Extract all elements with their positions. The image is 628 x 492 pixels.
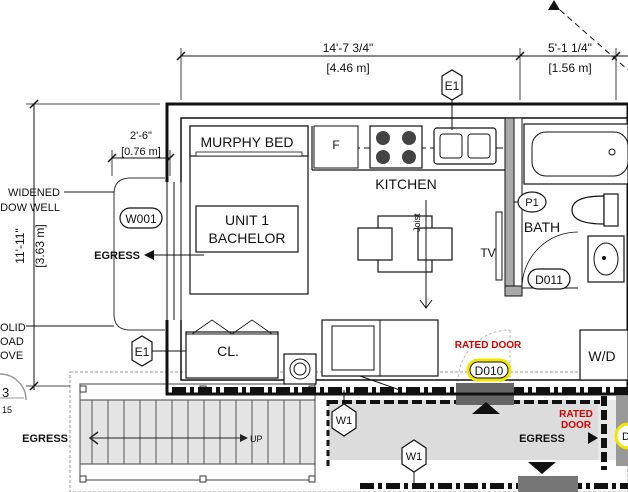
tv-label: TV	[480, 246, 495, 260]
rated-door-label-1: RATED DOOR	[455, 340, 522, 351]
washer-dryer	[579, 329, 628, 381]
e1-top-tag: E1	[445, 79, 460, 93]
w1-a-tag: W1	[336, 415, 353, 427]
d010-oval	[469, 361, 509, 379]
stair	[79, 383, 316, 483]
joist-label: Joist	[412, 213, 422, 232]
wd-label: W/D	[588, 348, 615, 364]
window-width-ft: 2'-6"	[130, 130, 152, 142]
note-solid-3: OVE	[0, 350, 23, 362]
egress-right-arrow	[588, 432, 598, 444]
d011-tag: D011	[535, 273, 563, 287]
bathtub	[523, 123, 628, 185]
toilet	[571, 193, 619, 227]
unit-width-ft: 14'-7 3/4"	[323, 41, 374, 55]
unit-label-box	[195, 205, 299, 253]
section-cut-line	[559, 9, 628, 71]
bath-label: BATH	[524, 219, 560, 235]
rated-door-label-2b: DOOR	[561, 420, 592, 431]
unit-walls	[165, 102, 628, 396]
corridor-fill	[328, 400, 598, 460]
egress-arrow-up	[472, 402, 500, 414]
egress-right-label: EGRESS	[519, 433, 565, 445]
egress-left-label: EGRESS	[94, 250, 140, 262]
water-heater	[283, 353, 317, 385]
e1-top-hexagon	[441, 69, 463, 101]
partial-door-tag: D	[622, 431, 628, 443]
bath-width-m: [1.56 m]	[548, 61, 591, 75]
d011-oval	[527, 268, 571, 290]
note-solid-1: OLID	[0, 322, 26, 334]
section-sheet: 15	[2, 405, 12, 415]
partial-door-highlight	[614, 422, 628, 450]
unit-depth-m: [3.63 m]	[33, 224, 47, 267]
unit-name: UNIT 1	[225, 212, 269, 228]
w1-b-hexagon	[401, 439, 427, 473]
tv-unit	[495, 211, 503, 281]
unit-type: BACHELOR	[208, 230, 285, 246]
murphy-bed-label: MURPHY BED	[200, 134, 293, 150]
kitchen-label: KITCHEN	[375, 176, 436, 192]
w1-b-tag: W1	[406, 451, 423, 463]
w001-tag: W001	[125, 212, 157, 226]
stair-up-label: UP	[250, 434, 263, 444]
p1-tag: P1	[525, 197, 538, 209]
unit-width-m: [4.46 m]	[326, 61, 369, 75]
window-well	[113, 177, 165, 331]
rated-door-label-2a: RATED	[559, 409, 593, 420]
corridor-door-south	[518, 462, 578, 492]
d010-tag: D010	[475, 364, 504, 378]
kitchen-counter	[311, 125, 505, 171]
egress-left-arrow	[144, 250, 154, 260]
bath-width-ft: 5'-1 1/4"	[548, 41, 592, 55]
w001-oval	[119, 207, 163, 229]
note-widened-1: WIDENED	[8, 187, 60, 199]
section-number: 3	[2, 385, 9, 400]
note-widened-2: DOW WELL	[0, 202, 60, 214]
e1-left-hexagon	[131, 335, 153, 367]
unit-depth-ft: 11'-11"	[13, 228, 27, 263]
bath-sink	[587, 235, 625, 283]
dining-table	[357, 200, 453, 309]
dimension-lines	[26, 48, 628, 391]
window-width-m: [0.76 m]	[121, 146, 161, 158]
e1-left-tag: E1	[135, 345, 150, 359]
note-solid-2: OAD	[0, 336, 24, 348]
section-cut-arrow	[548, 0, 560, 10]
egress-stair-label: EGRESS	[22, 433, 68, 445]
closet	[185, 319, 279, 379]
section-marker: 3 15	[0, 373, 27, 415]
sofa	[321, 319, 439, 391]
closet-label: CL.	[217, 343, 239, 359]
fridge-label: F	[332, 138, 339, 152]
